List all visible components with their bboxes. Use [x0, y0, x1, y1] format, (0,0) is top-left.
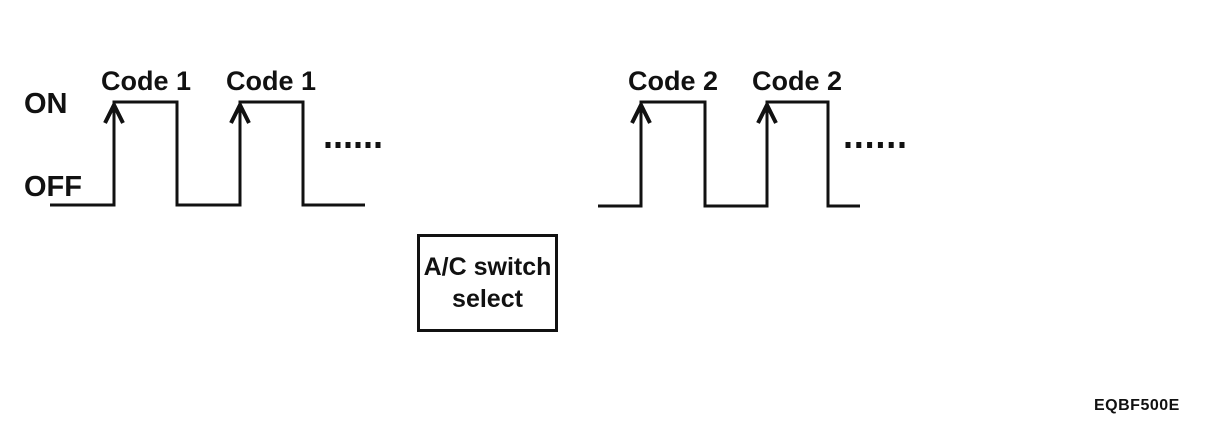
- off-level-label: OFF: [24, 171, 82, 203]
- continuation-dot: [355, 142, 361, 148]
- code1-pulse-label-1: Code 1: [100, 66, 192, 96]
- figure-code: EQBF500E: [1094, 397, 1180, 414]
- continuation-dot: [335, 142, 341, 148]
- code1-pulse-label-2: Code 1: [225, 66, 317, 96]
- code2-pulse-label-1: Code 2: [627, 66, 719, 96]
- rising-edge-arrow: [630, 100, 652, 124]
- continuation-dot: [888, 142, 894, 148]
- continuation-dot: [877, 142, 883, 148]
- continuation-dot: [345, 142, 351, 148]
- ac-switch-select-box: A/C switch select: [417, 234, 558, 332]
- ac-switch-select-label-line1: A/C switch: [423, 252, 552, 281]
- code2-pulse-label-2: Code 2: [751, 66, 843, 96]
- rising-edge-arrow: [229, 100, 251, 124]
- continuation-dot: [856, 142, 862, 148]
- rising-edge-arrow: [103, 100, 125, 124]
- on-level-label: ON: [24, 88, 68, 120]
- code2-square-wave: [598, 100, 860, 208]
- rising-edge-arrow: [756, 100, 778, 124]
- code1-waveform: [50, 100, 381, 207]
- continuation-dot: [325, 142, 331, 148]
- continuation-dot: [899, 142, 905, 148]
- continuation-dot: [375, 142, 381, 148]
- continuation-dot: [845, 142, 851, 148]
- code1-square-wave: [50, 100, 365, 207]
- continuation-dot: [365, 142, 371, 148]
- code2-waveform: [598, 100, 905, 208]
- continuation-dot: [867, 142, 873, 148]
- ac-switch-select-label-line2: select: [452, 285, 523, 313]
